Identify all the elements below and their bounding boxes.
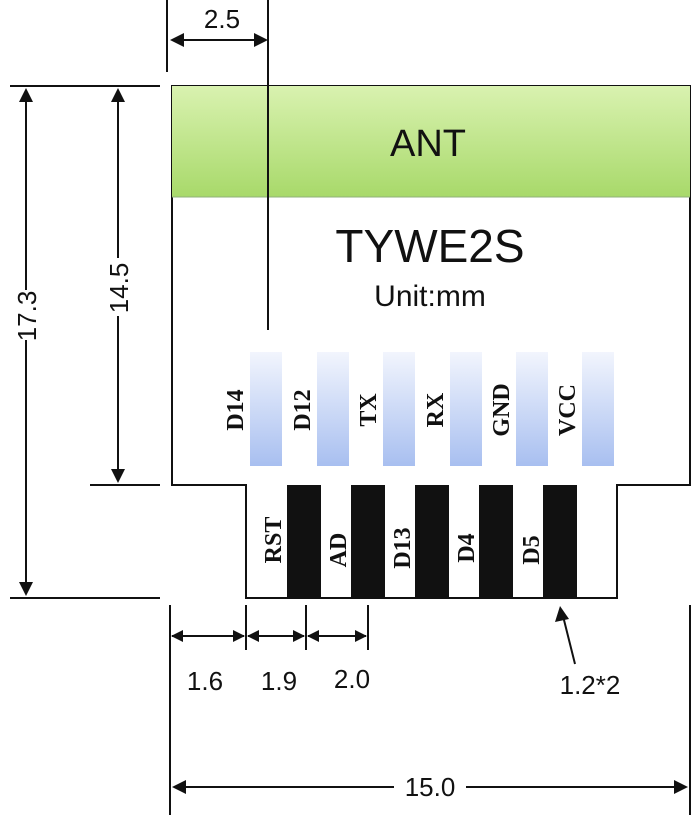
bottom-pin-label: D13 [390, 527, 416, 568]
bottom-pin-label: AD [326, 533, 352, 568]
edge-pad [415, 485, 449, 598]
dim-total-height: 17.3 [12, 291, 42, 342]
top-pad [582, 352, 614, 466]
dim-side-margin: 1.6 [187, 666, 223, 696]
antenna-area [172, 86, 690, 197]
dim-pad-size: 1.2*2 [560, 670, 621, 700]
bottom-pin-label: D4 [454, 533, 480, 562]
edge-pad-group [287, 485, 577, 598]
top-pad [317, 352, 349, 466]
dim-total-height-bg [10, 290, 42, 340]
dim-total-width-bg [394, 768, 466, 802]
module-outline [171, 85, 691, 599]
unit-label: Unit:mm [374, 280, 486, 313]
dim-body-height-bg [102, 258, 134, 316]
top-pad [450, 352, 482, 466]
top-pad [250, 352, 282, 466]
top-pin-label: RX [423, 392, 449, 427]
top-pin-label: TX [356, 393, 382, 427]
edge-pad [287, 485, 321, 598]
dim-total-width: 15.0 [405, 772, 456, 802]
top-pad [383, 352, 415, 466]
bottom-pin-label: RST [261, 517, 287, 564]
dim-pitch: 2.0 [334, 664, 370, 694]
top-pin-label: D12 [290, 389, 316, 430]
top-pin-label: VCC [555, 384, 581, 436]
module-name: TYWE2S [335, 220, 524, 272]
top-pad [516, 352, 548, 466]
edge-pad [351, 485, 385, 598]
top-pin-label: GND [489, 383, 515, 436]
dim-top-offset: 2.5 [204, 4, 240, 34]
antenna-label: ANT [390, 123, 466, 165]
edge-pad [479, 485, 513, 598]
bottom-pin-label: D5 [519, 535, 545, 564]
top-pin-label: D14 [223, 389, 249, 430]
dim-first-pitch: 1.9 [261, 666, 297, 696]
dimension-arrowheads [19, 33, 688, 794]
dim-body-height: 14.5 [104, 263, 134, 314]
top-pad-group [250, 352, 614, 466]
edge-pad [543, 485, 577, 598]
